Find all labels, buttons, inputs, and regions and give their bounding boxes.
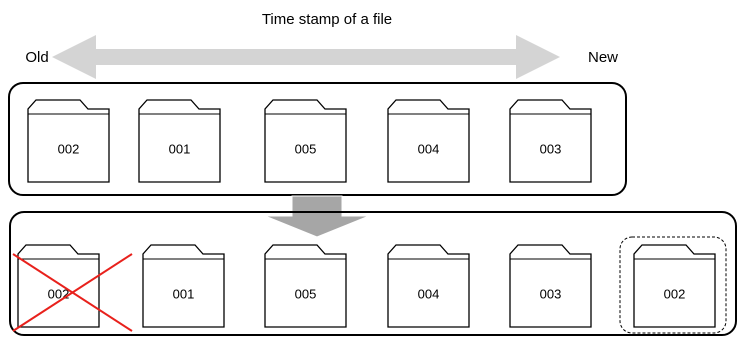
before-group-box: [8, 82, 627, 196]
file-number-label: 005: [295, 142, 317, 157]
file-number-label: 002: [58, 142, 80, 157]
before-folder: 005: [264, 99, 347, 183]
delete-cross-icon: [12, 253, 133, 332]
folder-icon: [138, 99, 221, 183]
folder-icon: [27, 99, 110, 183]
folder-icon: [509, 99, 592, 183]
timeline-double-arrow: [52, 35, 560, 79]
diagram-title: Time stamp of a file: [262, 11, 392, 28]
file-number-label: 003: [540, 142, 562, 157]
before-folder: 001: [138, 99, 221, 183]
after-folder: 004: [387, 244, 470, 328]
before-folder: 003: [509, 99, 592, 183]
folder-icon: [264, 244, 347, 328]
folder-icon: [387, 99, 470, 183]
before-folder-row: 002 001 005 004 003: [27, 99, 592, 183]
file-number-label: 001: [169, 142, 191, 157]
folder-icon: [17, 244, 100, 328]
folder-icon: [142, 244, 225, 328]
old-label: Old: [25, 49, 48, 66]
after-folder: 003: [509, 244, 592, 328]
before-folder: 004: [387, 99, 470, 183]
after-folder-row: 002 001 005 004 003 002: [17, 244, 716, 328]
before-folder: 002: [27, 99, 110, 183]
new-folder: 002: [633, 244, 716, 328]
after-folder: 001: [142, 244, 225, 328]
file-number-label: 005: [295, 287, 317, 302]
folder-icon: [387, 244, 470, 328]
file-number-label: 004: [418, 287, 440, 302]
folder-icon: [264, 99, 347, 183]
after-folder: 005: [264, 244, 347, 328]
down-arrow: [264, 195, 370, 238]
after-group-box: [9, 211, 737, 336]
file-number-label: 003: [540, 287, 562, 302]
folder-icon: [633, 244, 716, 328]
folder-icon: [509, 244, 592, 328]
file-number-label: 001: [173, 287, 195, 302]
new-label: New: [588, 49, 618, 66]
file-number-label: 002: [664, 287, 686, 302]
file-number-label: 004: [418, 142, 440, 157]
deleted-folder: 002: [17, 244, 100, 328]
new-file-dashed-highlight: [619, 236, 727, 334]
